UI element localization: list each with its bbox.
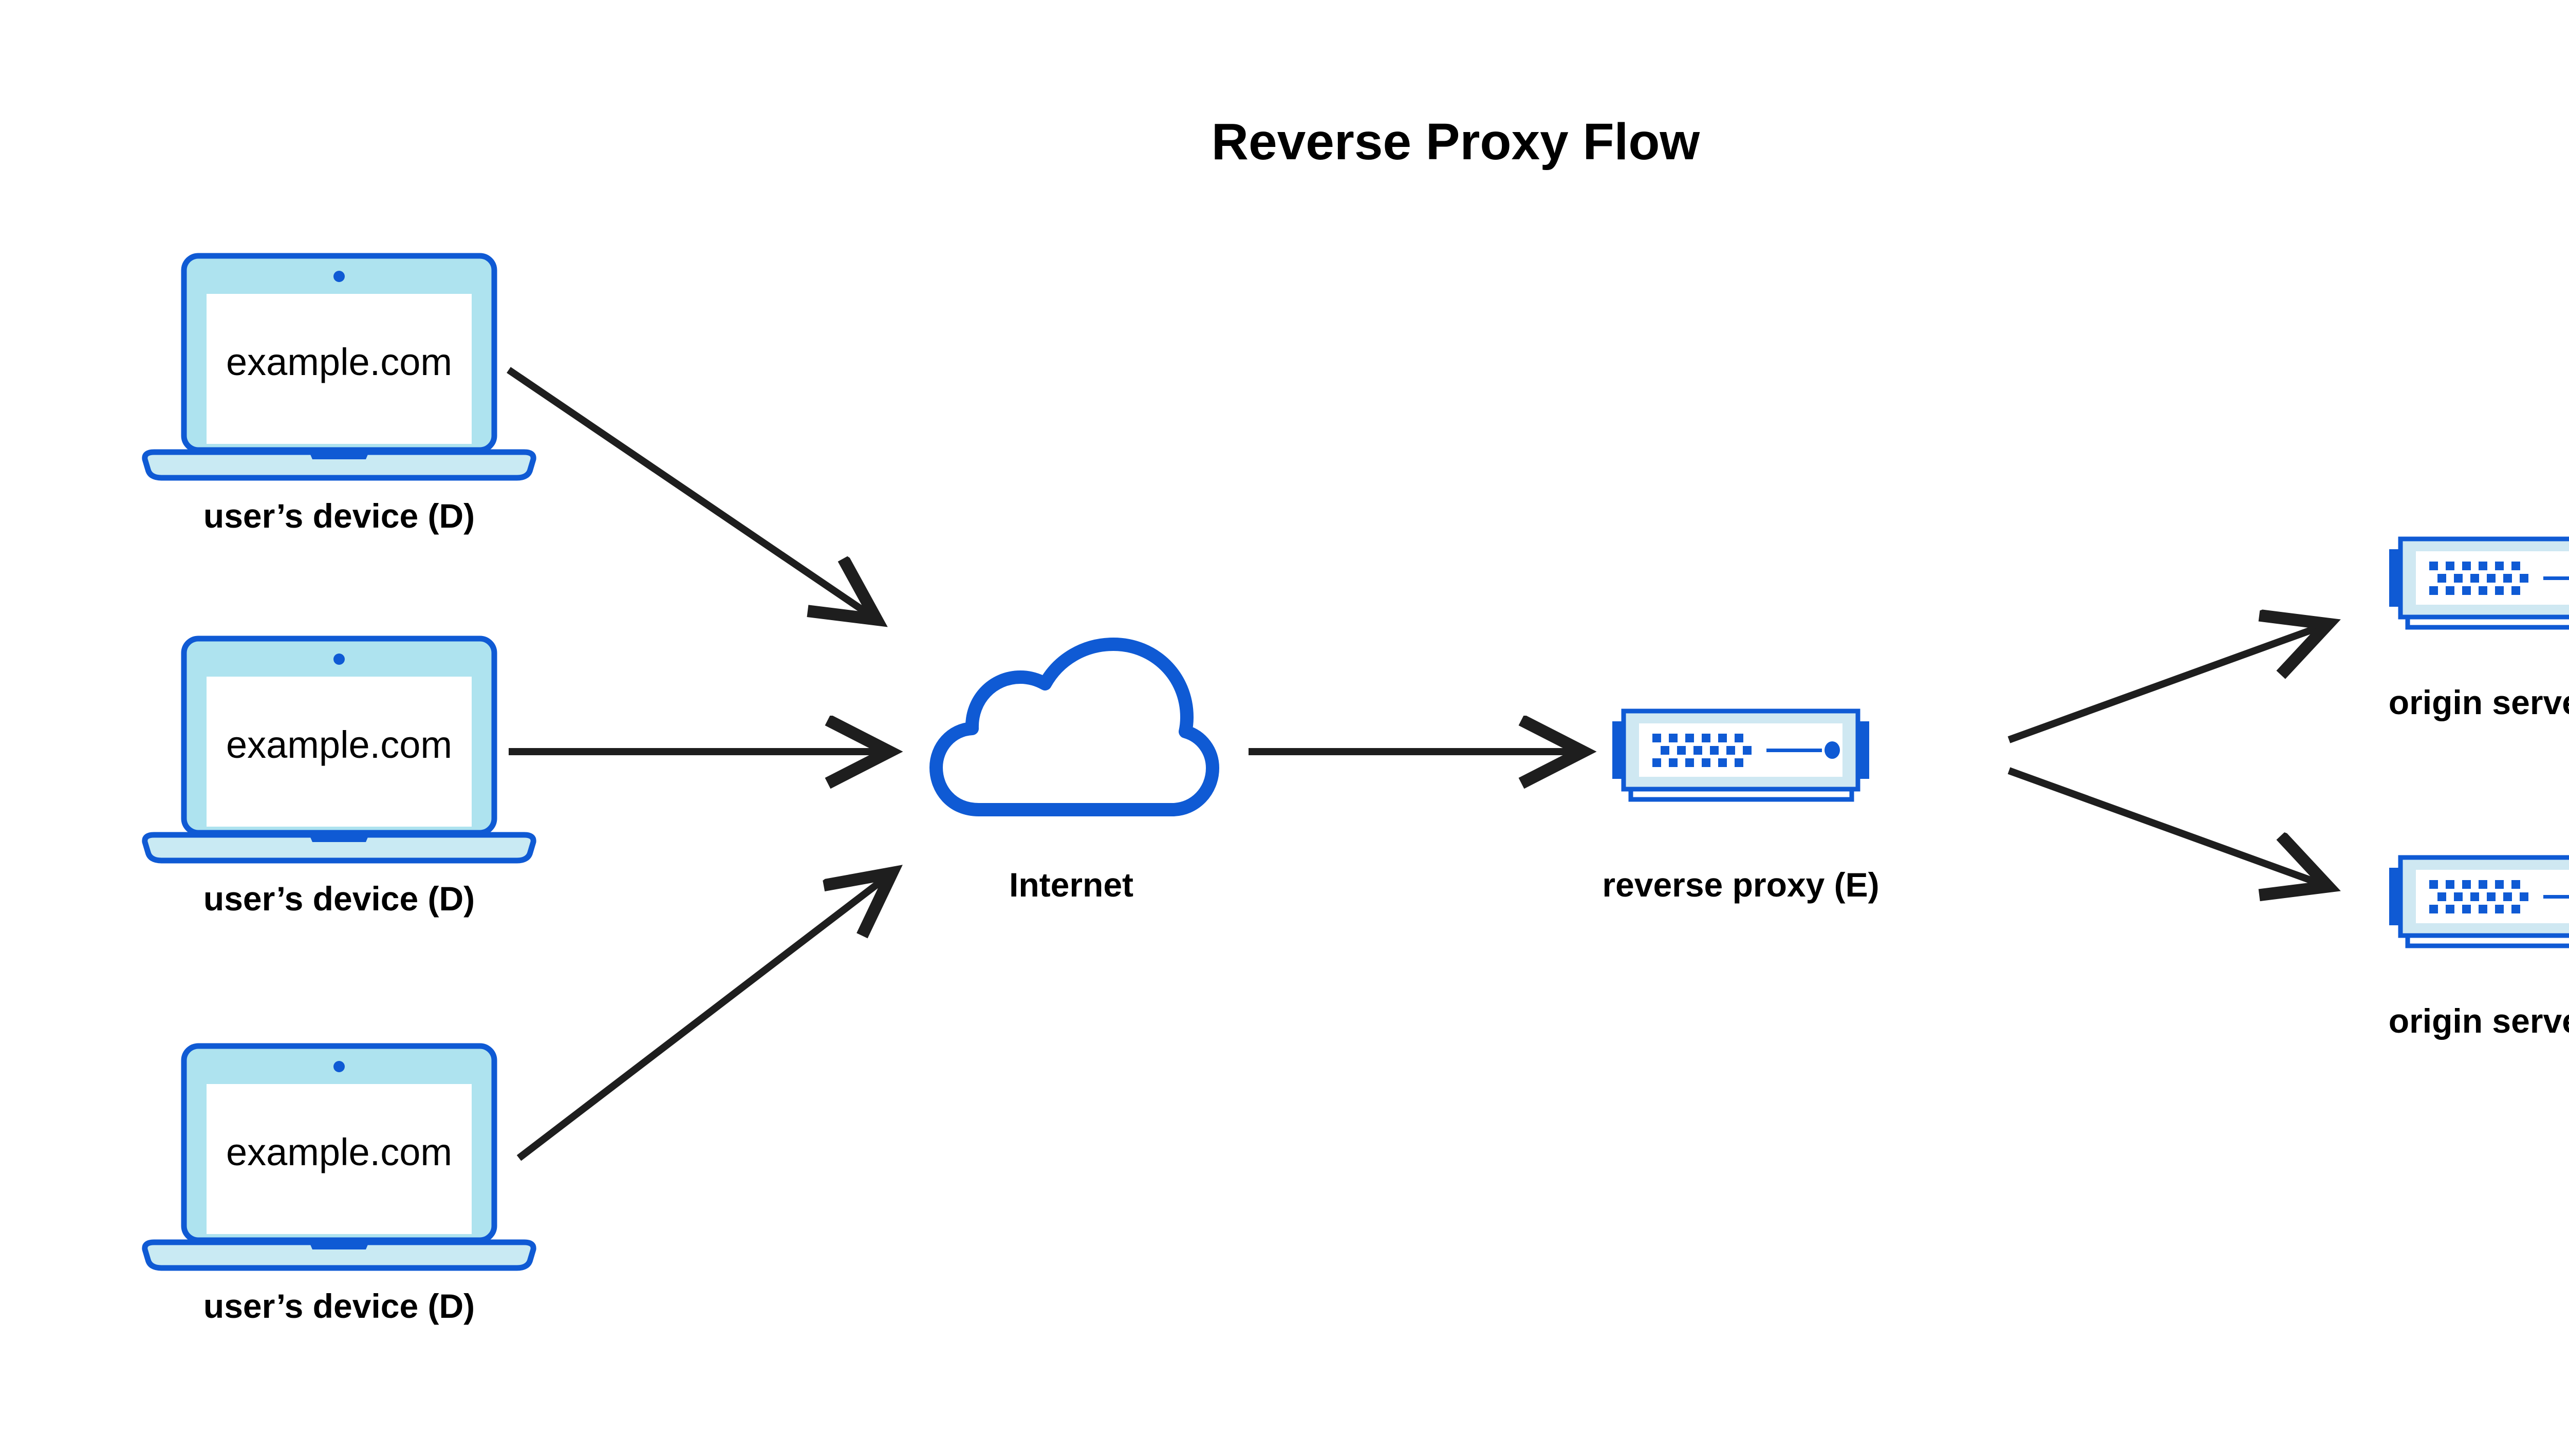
internet-node[interactable]: Internet bbox=[936, 644, 1213, 904]
client-node-bottom[interactable]: example.com user’s device (D) bbox=[145, 1046, 533, 1325]
client-node-top[interactable]: example.com user’s device (D) bbox=[145, 256, 533, 535]
arrow-client-top-to-internet bbox=[507, 367, 876, 619]
client-label-bottom: user’s device (D) bbox=[203, 1287, 475, 1325]
arrow-proxy-to-origin-bottom bbox=[2007, 767, 2328, 886]
origin-node-top[interactable]: origin server (F) bbox=[2389, 539, 2569, 721]
reverse-proxy-node[interactable]: reverse proxy (E) bbox=[1602, 711, 1879, 904]
server-icon bbox=[2389, 539, 2569, 627]
server-icon bbox=[2389, 857, 2569, 946]
page-title: Reverse Proxy Flow bbox=[1212, 113, 1700, 171]
laptop-screen-text: example.com bbox=[226, 341, 452, 383]
laptop-screen-text: example.com bbox=[226, 723, 452, 766]
client-label-top: user’s device (D) bbox=[203, 497, 475, 535]
cloud-icon bbox=[936, 644, 1213, 810]
internet-label: Internet bbox=[1009, 866, 1133, 904]
client-label-middle: user’s device (D) bbox=[203, 880, 475, 918]
reverse-proxy-label: reverse proxy (E) bbox=[1602, 866, 1879, 904]
origin-label-top: origin server (F) bbox=[2389, 683, 2569, 721]
client-node-middle[interactable]: example.com user’s device (D) bbox=[145, 639, 533, 918]
origin-node-bottom[interactable]: origin server (F) bbox=[2389, 857, 2569, 1040]
arrow-proxy-to-origin-top bbox=[2007, 624, 2328, 743]
origin-label-bottom: origin server (F) bbox=[2389, 1002, 2569, 1040]
laptop-screen-text: example.com bbox=[226, 1131, 452, 1173]
server-icon bbox=[1612, 711, 1869, 799]
connection-arrows bbox=[507, 367, 2328, 1161]
arrow-client-bottom-to-internet bbox=[516, 873, 891, 1161]
